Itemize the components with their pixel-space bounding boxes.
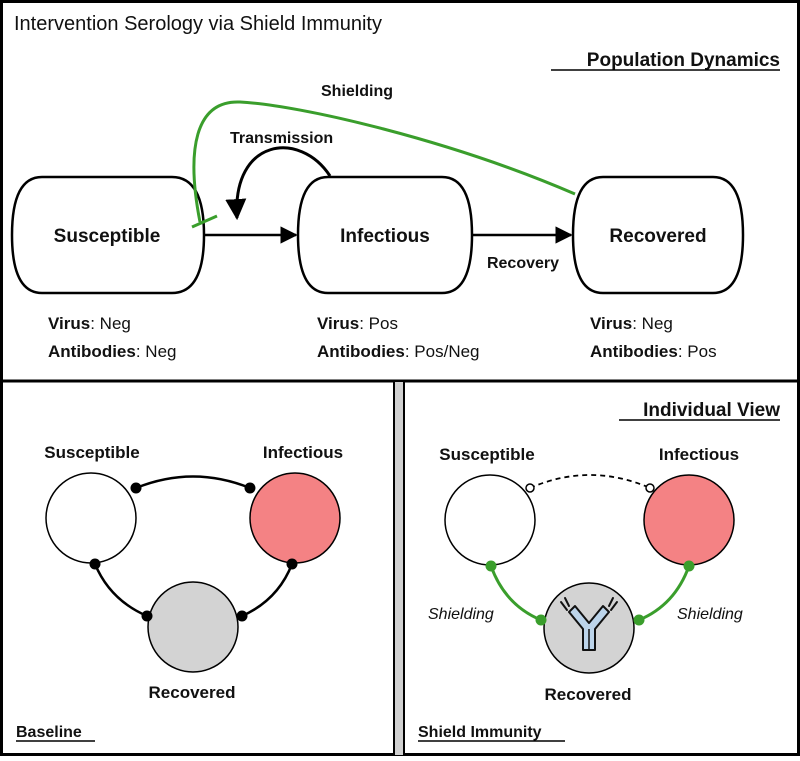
shield-green-dot — [633, 614, 645, 626]
state-box-susceptible — [10, 175, 206, 295]
shield-edge-label-left: Shielding — [428, 606, 494, 623]
baseline-dot — [236, 610, 248, 622]
shield-immunity-label: Shield Immunity — [418, 724, 542, 741]
baseline-dot — [141, 610, 153, 622]
info-susceptible-antibodies: Antibodies: Neg — [48, 342, 176, 361]
baseline-node-susceptible — [45, 472, 137, 564]
shield-green-dot — [683, 560, 695, 572]
shield-label-susceptible: Susceptible — [439, 445, 534, 464]
shield-link-s-i-dashed — [529, 474, 651, 489]
state-label-infectious: Infectious — [340, 226, 430, 247]
shield-node-susceptible — [444, 474, 536, 566]
info-infectious-virus: Virus: Pos — [317, 314, 398, 333]
info-value: Neg — [642, 314, 673, 333]
state-label-susceptible: Susceptible — [54, 226, 161, 247]
individual-view-heading: Individual View — [643, 400, 780, 421]
shield-edge-label-right: Shielding — [677, 606, 743, 623]
shielding-inhibition-bar — [191, 214, 218, 229]
baseline-dot — [244, 482, 256, 494]
baseline-node-infectious — [249, 472, 341, 564]
shield-link-s-r — [489, 565, 542, 622]
info-value: Pos — [369, 314, 398, 333]
baseline-node-recovered — [147, 581, 239, 673]
shield-green-dot — [485, 560, 497, 572]
baseline-label-susceptible: Susceptible — [44, 443, 139, 462]
shield-open-dot — [645, 483, 655, 493]
state-recovered: Recovered — [571, 175, 745, 295]
shield-node-infectious — [643, 474, 735, 566]
baseline-link-s-r — [93, 563, 148, 618]
info-key: Antibodies — [590, 342, 678, 361]
shield-green-dot — [535, 614, 547, 626]
edge-label-recovery: Recovery — [487, 255, 559, 272]
info-key: Virus — [48, 314, 90, 333]
figure-title: Intervention Serology via Shield Immunit… — [14, 13, 382, 35]
state-label-recovered: Recovered — [609, 226, 706, 247]
shield-label-infectious: Infectious — [659, 445, 739, 464]
info-key: Antibodies — [48, 342, 136, 361]
baseline-link-s-i — [135, 475, 251, 490]
baseline-dot — [89, 558, 101, 570]
info-value: Neg — [100, 314, 131, 333]
shield-panel: Individual View Susceptible Infectious R… — [418, 400, 780, 742]
baseline-panel: Susceptible Infectious Recovered Baselin… — [16, 443, 343, 742]
baseline-link-i-r — [241, 563, 294, 618]
info-recovered-virus: Virus: Neg — [590, 314, 673, 333]
info-infectious-antibodies: Antibodies: Pos/Neg — [317, 342, 480, 361]
arrow-transmission — [225, 146, 332, 221]
edge-label-transmission: Transmission — [230, 130, 333, 147]
state-box-infectious — [296, 175, 474, 295]
info-key: Antibodies — [317, 342, 405, 361]
baseline-dot — [286, 558, 298, 570]
shield-open-dot — [525, 483, 535, 493]
baseline-label: Baseline — [16, 724, 82, 741]
info-value: Pos — [687, 342, 716, 361]
info-recovered-antibodies: Antibodies: Pos — [590, 342, 717, 361]
vertical-divider — [393, 380, 405, 757]
state-susceptible: Susceptible — [10, 175, 206, 295]
info-key: Virus — [317, 314, 359, 333]
info-key: Virus — [590, 314, 632, 333]
edge-label-shielding: Shielding — [321, 83, 393, 100]
baseline-label-recovered: Recovered — [149, 683, 236, 702]
baseline-dot — [130, 482, 142, 494]
population-dynamics-heading: Population Dynamics — [587, 50, 780, 71]
info-susceptible-virus: Virus: Neg — [48, 314, 131, 333]
shield-label-recovered: Recovered — [545, 685, 632, 704]
state-box-recovered — [571, 175, 745, 295]
info-value: Pos/Neg — [414, 342, 479, 361]
arrow-shielding — [192, 100, 576, 223]
baseline-label-infectious: Infectious — [263, 443, 343, 462]
antibody-icon — [560, 597, 618, 651]
state-infectious: Infectious — [296, 175, 474, 295]
shield-link-i-r — [638, 565, 691, 622]
info-value: Neg — [145, 342, 176, 361]
